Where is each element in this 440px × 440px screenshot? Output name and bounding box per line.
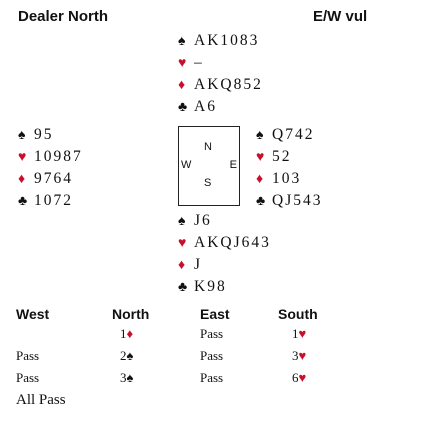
north-diamonds: ♦ AKQ852 bbox=[178, 74, 263, 96]
west-clubs-cards: 1072 bbox=[34, 192, 73, 209]
auction-bid-west: All Pass bbox=[16, 392, 66, 408]
heart-icon: ♥ bbox=[178, 56, 187, 71]
auction-header-east: East bbox=[200, 306, 230, 322]
diamond-icon: ♦ bbox=[126, 326, 134, 341]
south-clubs-cards: K98 bbox=[194, 278, 227, 295]
heart-icon: ♥ bbox=[298, 348, 307, 363]
heart-icon: ♥ bbox=[178, 236, 187, 251]
compass-north: N bbox=[204, 141, 212, 153]
diamond-icon: ♦ bbox=[178, 258, 186, 273]
south-hearts: ♥ AKQJ643 bbox=[178, 232, 271, 254]
east-spades-cards: Q742 bbox=[272, 126, 315, 143]
club-icon: ♣ bbox=[18, 194, 28, 209]
compass-west: W bbox=[181, 159, 192, 171]
club-icon: ♣ bbox=[256, 194, 266, 209]
west-diamonds-cards: 9764 bbox=[34, 170, 73, 187]
auction-bid-north: 1♦ bbox=[120, 326, 134, 341]
auction-bid-south: 6♥ bbox=[292, 370, 307, 385]
south-spades: ♠ J6 bbox=[178, 210, 271, 232]
compass-box: N W E S bbox=[178, 126, 240, 206]
west-hand: ♠ 95 ♥ 10987 ♦ 9764 ♣ 1072 bbox=[18, 124, 83, 212]
north-hand: ♠ AK1083 ♥– ♦ AKQ852 ♣ A6 bbox=[178, 30, 263, 118]
north-clubs: ♣ A6 bbox=[178, 96, 263, 118]
south-hearts-cards: AKQJ643 bbox=[194, 234, 271, 251]
auction-bid-west: Pass bbox=[16, 370, 40, 385]
diamond-icon: ♦ bbox=[178, 78, 186, 93]
auction-bid-east: Pass bbox=[200, 326, 224, 341]
south-clubs: ♣ K98 bbox=[178, 276, 271, 298]
north-hearts: ♥– bbox=[178, 52, 263, 74]
north-diamonds-cards: AKQ852 bbox=[194, 76, 263, 93]
south-diamonds: ♦J bbox=[178, 254, 271, 276]
west-spades-cards: 95 bbox=[34, 126, 54, 143]
heart-icon: ♥ bbox=[298, 370, 307, 385]
auction-bid-west: Pass bbox=[16, 348, 40, 363]
north-spades: ♠ AK1083 bbox=[178, 30, 263, 52]
west-hearts-cards: 10987 bbox=[34, 148, 83, 165]
heart-icon: ♥ bbox=[298, 326, 307, 341]
auction-bid-north: 3♠ bbox=[120, 370, 134, 385]
club-icon: ♣ bbox=[178, 100, 188, 115]
east-spades: ♠ Q742 bbox=[256, 124, 322, 146]
east-clubs-cards: QJ543 bbox=[272, 192, 323, 209]
spade-icon: ♠ bbox=[126, 370, 134, 385]
west-spades: ♠ 95 bbox=[18, 124, 83, 146]
auction-header-north: North bbox=[112, 306, 150, 322]
west-diamonds: ♦ 9764 bbox=[18, 168, 83, 190]
north-hearts-cards: – bbox=[194, 54, 204, 71]
spade-icon: ♠ bbox=[178, 214, 186, 229]
east-clubs: ♣ QJ543 bbox=[256, 190, 322, 212]
heart-icon: ♥ bbox=[18, 150, 27, 165]
spade-icon: ♠ bbox=[18, 128, 26, 143]
auction-bid-north: 2♠ bbox=[120, 348, 134, 363]
spade-icon: ♠ bbox=[256, 128, 264, 143]
east-hearts-cards: 52 bbox=[272, 148, 292, 165]
west-clubs: ♣ 1072 bbox=[18, 190, 83, 212]
south-spades-cards: J6 bbox=[194, 212, 212, 229]
east-diamonds-cards: 103 bbox=[272, 170, 302, 187]
auction-bid-east: Pass bbox=[200, 370, 224, 385]
east-diamonds: ♦ 103 bbox=[256, 168, 322, 190]
compass-south: S bbox=[204, 177, 212, 189]
dealer-label: Dealer North bbox=[18, 8, 109, 25]
auction-bid-south: 1♥ bbox=[292, 326, 307, 341]
south-hand: ♠J6 ♥AKQJ643 ♦J ♣K98 bbox=[178, 210, 271, 298]
south-diamonds-cards: J bbox=[194, 256, 203, 273]
auction-header-south: South bbox=[278, 306, 318, 322]
auction-bid-east: Pass bbox=[200, 348, 224, 363]
auction-header-west: West bbox=[16, 306, 50, 322]
north-clubs-cards: A6 bbox=[194, 98, 217, 115]
west-hearts: ♥ 10987 bbox=[18, 146, 83, 168]
diamond-icon: ♦ bbox=[256, 172, 264, 187]
club-icon: ♣ bbox=[178, 280, 188, 295]
north-spades-cards: AK1083 bbox=[194, 32, 260, 49]
east-hand: ♠ Q742 ♥ 52 ♦ 103 ♣ QJ543 bbox=[256, 124, 322, 212]
heart-icon: ♥ bbox=[256, 150, 265, 165]
east-hearts: ♥ 52 bbox=[256, 146, 322, 168]
compass-east: E bbox=[229, 159, 237, 171]
diamond-icon: ♦ bbox=[18, 172, 26, 187]
spade-icon: ♠ bbox=[178, 34, 186, 49]
spade-icon: ♠ bbox=[126, 348, 134, 363]
vulnerability-label: E/W vul bbox=[313, 8, 368, 25]
auction-bid-south: 3♥ bbox=[292, 348, 307, 363]
